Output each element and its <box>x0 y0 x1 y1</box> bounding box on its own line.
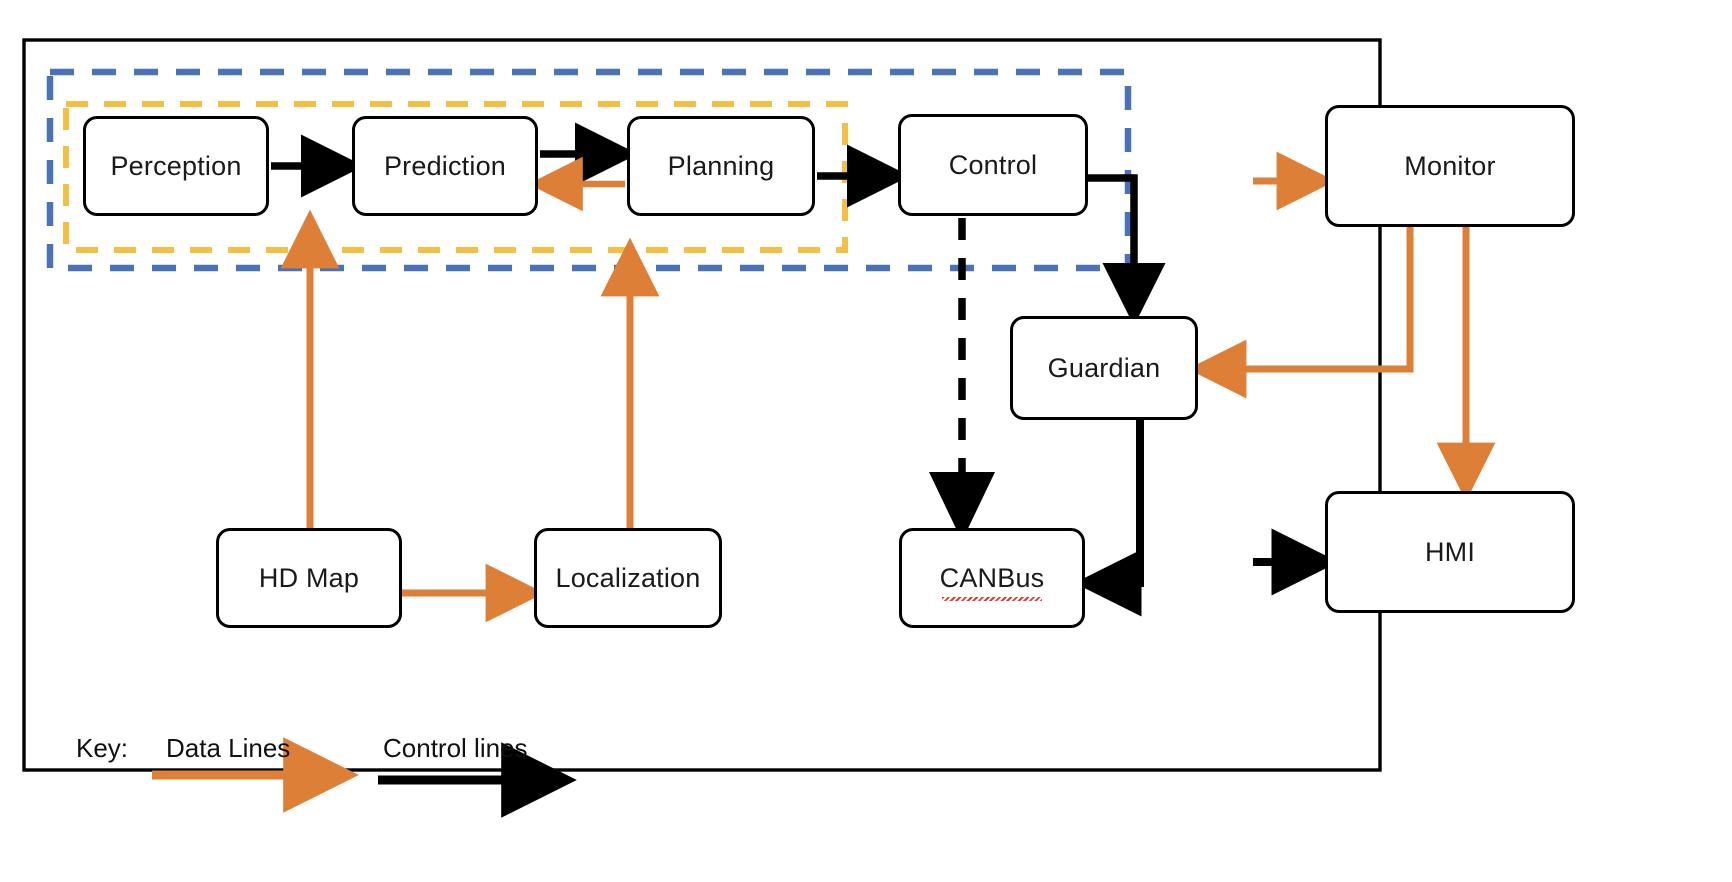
node-hmi[interactable]: HMI <box>1325 491 1575 613</box>
node-label: Control <box>948 149 1038 180</box>
node-control[interactable]: Control <box>898 114 1088 216</box>
node-label: CANBus <box>939 562 1045 601</box>
node-label: Monitor <box>1404 150 1496 181</box>
node-canbus[interactable]: CANBus <box>899 528 1085 628</box>
node-hd-map[interactable]: HD Map <box>216 528 402 628</box>
node-label: HMI <box>1424 536 1476 567</box>
key-entry-data-lines-label: Data Lines <box>166 733 291 763</box>
edge-control-to-guardian <box>1088 174 1166 327</box>
node-planning[interactable]: Planning <box>627 116 815 216</box>
key-entry-control-lines-label: Control lines <box>383 733 528 763</box>
node-monitor[interactable]: Monitor <box>1325 105 1575 227</box>
node-guardian[interactable]: Guardian <box>1010 316 1198 420</box>
platform-boundary <box>22 38 1382 772</box>
node-label: Perception <box>110 150 242 181</box>
node-label: Planning <box>667 150 775 181</box>
node-label: HD Map <box>258 562 360 593</box>
node-label: Guardian <box>1047 352 1161 383</box>
edge-guardian-to-canbus <box>1074 420 1144 617</box>
node-label: Localization <box>555 562 701 593</box>
node-prediction[interactable]: Prediction <box>352 116 538 216</box>
edge-monitor-to-guardian <box>1187 227 1414 399</box>
node-localization[interactable]: Localization <box>534 528 722 628</box>
group-blue-dashed <box>46 68 1132 272</box>
node-perception[interactable]: Perception <box>83 116 269 216</box>
node-label: Prediction <box>383 150 507 181</box>
key-label: Key: <box>76 733 129 763</box>
